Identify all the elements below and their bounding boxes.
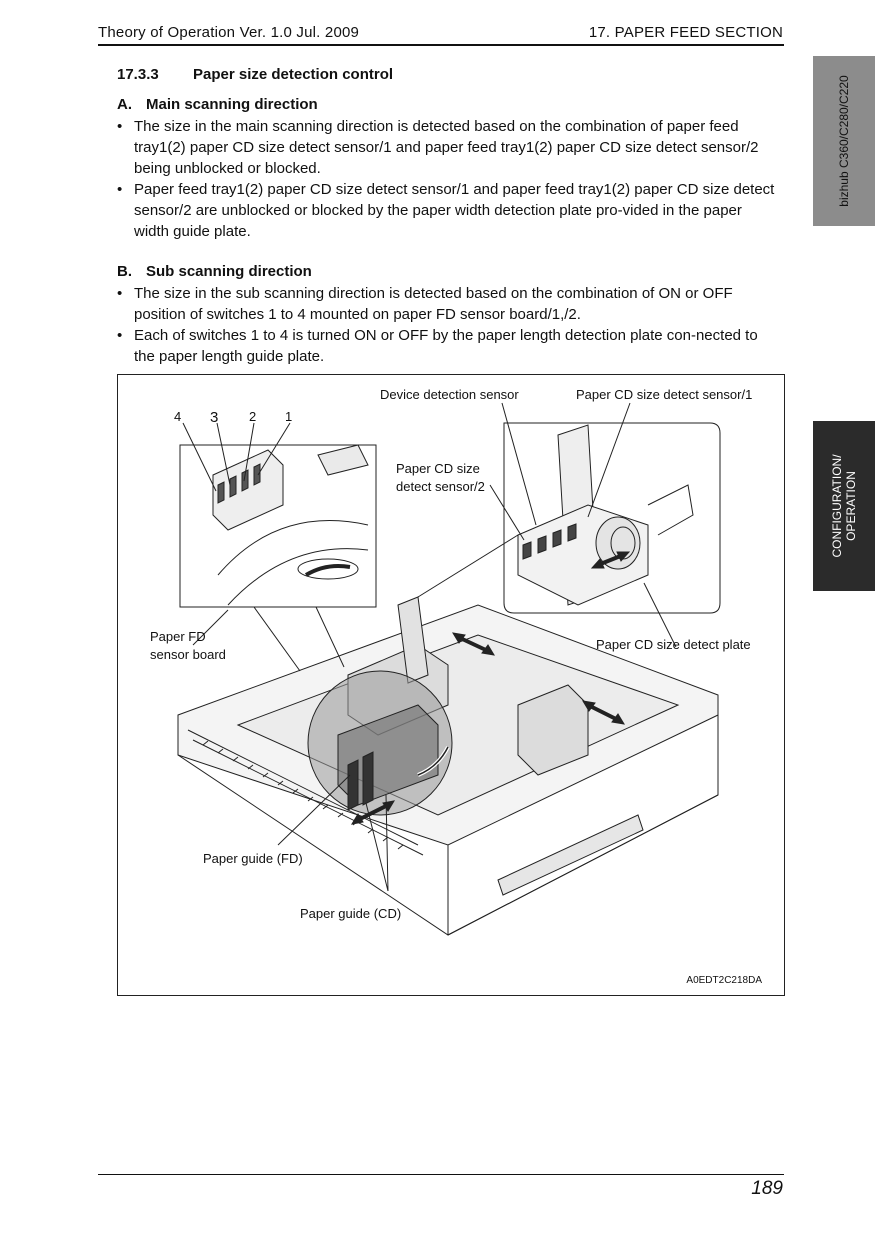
subsection-b-letter: B.	[117, 263, 132, 280]
switch-2-label: 2	[249, 409, 257, 424]
cd-sensor2-label-line1: Paper CD size	[396, 461, 480, 476]
cd-sensor2-label-line2: detect sensor/2	[396, 479, 485, 494]
fd-sensor-board-label: Paper FD sensor board	[150, 628, 226, 664]
footer-rule	[98, 1174, 784, 1175]
page-number: 189	[751, 1178, 783, 1199]
subsection-a-bullet: Paper feed tray1(2) paper CD size detect…	[117, 179, 777, 242]
subsection-b-bullet: Each of switches 1 to 4 is turned ON or …	[117, 325, 777, 367]
cd-sensor1-label: Paper CD size detect sensor/1	[576, 387, 753, 402]
paper-tray-illustration	[177, 402, 721, 936]
header-title: Theory of Operation Ver. 1.0 Jul. 2009	[98, 24, 360, 41]
switch-1-label: 1	[285, 409, 293, 424]
subsection-b-bullet: The size in the sub scanning direction i…	[117, 283, 777, 325]
subsection-a-letter: A.	[117, 96, 132, 113]
subsection-b-heading: B. Sub scanning direction	[117, 263, 312, 280]
subsection-b-bullets: The size in the sub scanning direction i…	[117, 283, 777, 367]
cd-plate-label: Paper CD size detect plate	[596, 637, 751, 652]
section-side-tab-line2: OPERATION	[844, 471, 858, 541]
subsection-a-title: Main scanning direction	[146, 96, 318, 113]
paper-tray-diagram: Device detection sensor Paper CD size de…	[117, 374, 785, 996]
fd-sensor-board-label-line2: sensor board	[150, 647, 226, 662]
device-detection-sensor-label: Device detection sensor	[380, 387, 519, 402]
subsection-a-bullets: The size in the main scanning direction …	[117, 116, 777, 242]
paper-guide-cd-label: Paper guide (CD)	[300, 906, 402, 921]
model-side-tab-label: bizhub C360/C280/C220	[837, 75, 851, 207]
model-side-tab: bizhub C360/C280/C220	[813, 56, 875, 226]
switch-3-label: 3	[210, 409, 219, 426]
section-side-tab-line1: CONFIGURATION/	[830, 454, 844, 558]
section-side-tab: CONFIGURATION/ OPERATION	[813, 421, 875, 591]
switch-4-label: 4	[174, 409, 182, 424]
subsection-a-bullet: The size in the main scanning direction …	[117, 116, 777, 179]
fd-sensor-board-label-line1: Paper FD	[150, 629, 206, 644]
cd-sensor2-label: Paper CD size detect sensor/2	[396, 460, 485, 496]
header-section: 17. PAPER FEED SECTION	[588, 24, 783, 41]
paper-guide-fd-label: Paper guide (FD)	[203, 851, 303, 866]
section-number: 17.3.3	[117, 66, 159, 83]
section-title: Paper size detection control	[193, 66, 394, 83]
subsection-b-title: Sub scanning direction	[146, 263, 312, 280]
figure-id: A0EDT2C218DA	[686, 975, 762, 986]
section-side-tab-label: CONFIGURATION/ OPERATION	[830, 454, 858, 557]
header-rule	[98, 44, 784, 46]
subsection-a-heading: A. Main scanning direction	[117, 96, 318, 113]
